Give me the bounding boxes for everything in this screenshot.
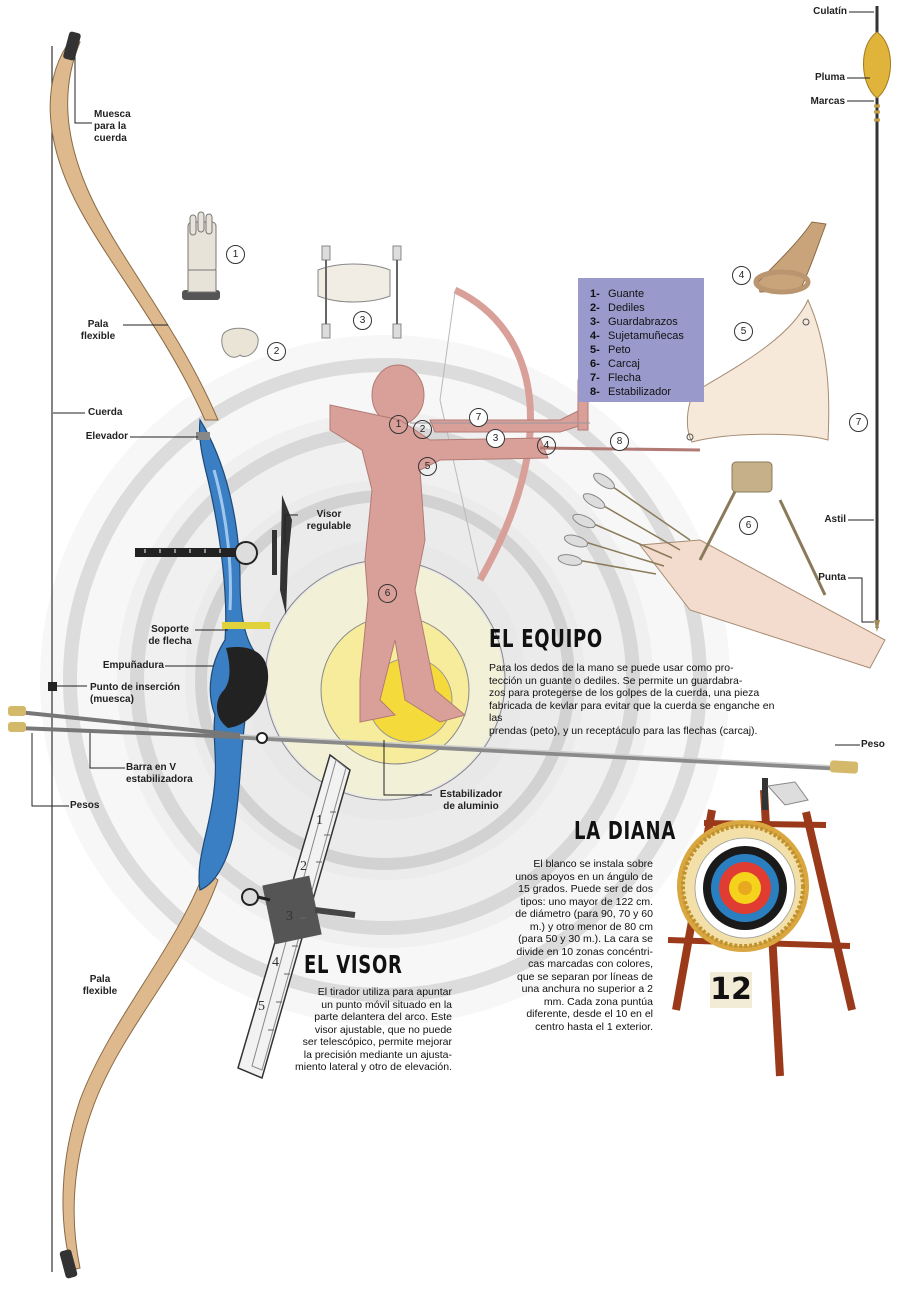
glove-icon bbox=[182, 211, 220, 300]
marker-2-figure: 2 bbox=[413, 420, 432, 439]
scale-number-3: 3 bbox=[286, 909, 293, 924]
sight-pin bbox=[272, 530, 277, 575]
label-marcas: Marcas bbox=[810, 96, 845, 107]
grip-icon bbox=[216, 647, 269, 728]
equipment-legend: 1-Guante 2-Dediles 3-Guardabrazos 4-Suje… bbox=[578, 278, 704, 402]
upper-limb bbox=[49, 37, 219, 421]
label-pluma: Pluma bbox=[814, 72, 845, 83]
arrow-cresting bbox=[874, 104, 880, 122]
diana-title: LA DIANA bbox=[574, 816, 676, 845]
marker-4-figure: 4 bbox=[537, 436, 556, 455]
archer-figure bbox=[329, 286, 589, 723]
marker-7-figure: 7 bbox=[469, 408, 488, 427]
marker-1-figure: 1 bbox=[389, 415, 408, 434]
sight-bar bbox=[135, 548, 253, 557]
label-punto-insercion: Punto de inserción (muesca) bbox=[90, 682, 181, 705]
legend-item: 3-Guardabrazos bbox=[590, 316, 678, 328]
label-barra-v: Barra en V estabilizadora bbox=[126, 762, 193, 785]
armguard-icon bbox=[317, 245, 402, 339]
visor-title: EL VISOR bbox=[304, 950, 403, 979]
legend-item: 8-Estabilizador bbox=[590, 386, 671, 398]
legend-item: 1-Guante bbox=[590, 288, 645, 300]
scale-number-5: 5 bbox=[258, 999, 265, 1014]
scale-number-4: 4 bbox=[272, 955, 279, 970]
sight-scale-detail bbox=[237, 753, 356, 1080]
label-soporte-flecha: Soporte de flecha bbox=[148, 624, 192, 647]
label-astil: Astil bbox=[824, 514, 846, 525]
nock-point-icon bbox=[48, 682, 57, 691]
legend-item: 7-Flecha bbox=[590, 372, 642, 384]
marker-3-figure: 3 bbox=[486, 429, 505, 448]
v-bar-upper bbox=[17, 710, 241, 737]
equipo-title: EL EQUIPO bbox=[489, 624, 603, 653]
label-pala-flexible-top: Pala flexible bbox=[80, 319, 116, 342]
marker-2-finger-tab: 2 bbox=[267, 342, 286, 361]
label-peso: Peso bbox=[861, 739, 885, 750]
marker-3-armguard: 3 bbox=[353, 311, 372, 330]
quiver-icon bbox=[557, 461, 886, 669]
label-empunadura: Empuñadura bbox=[102, 660, 164, 671]
sight-scale-numbers: 1 2 3 4 5 bbox=[258, 813, 323, 1014]
elevator-knob bbox=[196, 432, 210, 440]
chest-guard-icon bbox=[686, 298, 830, 443]
sight-vane bbox=[280, 495, 292, 615]
weight-end-icon bbox=[829, 760, 859, 774]
marker-5-chest-guard: 5 bbox=[734, 322, 753, 341]
label-muesca-cuerda: Muesca para la cuerda bbox=[94, 109, 131, 144]
stabilizer-mount bbox=[256, 732, 268, 744]
long-stabilizer bbox=[239, 734, 836, 771]
label-culatin: Culatín bbox=[813, 6, 847, 17]
weight-lower-icon bbox=[8, 722, 26, 732]
sight-ticks bbox=[144, 549, 221, 553]
weight-upper-icon bbox=[8, 706, 26, 716]
wrist-sling-icon bbox=[753, 221, 827, 295]
label-punta: Punta bbox=[818, 572, 846, 583]
legend-item: 2-Dediles bbox=[590, 302, 645, 314]
label-pala-flexible-bottom: Pala flexible bbox=[82, 974, 118, 997]
target-number-badge: 12 bbox=[710, 972, 752, 1008]
equipo-text: Para los dedos de la mano se puede usar … bbox=[489, 662, 775, 737]
marker-1-glove: 1 bbox=[226, 245, 245, 264]
marker-5-figure: 5 bbox=[418, 457, 437, 476]
diana-text: El blanco se instala sobre unos apoyos e… bbox=[515, 858, 653, 1033]
marker-7-arrow: 7 bbox=[849, 413, 868, 432]
sight-knob-icon bbox=[234, 541, 258, 565]
upper-nock-icon bbox=[63, 31, 81, 61]
v-bar-lower bbox=[17, 726, 241, 739]
visor-text: El tirador utiliza para apuntar un punto… bbox=[294, 986, 452, 1073]
legend-item: 5-Peto bbox=[590, 344, 631, 356]
arrow-fletching-icon bbox=[863, 31, 891, 99]
marker-6-figure: 6 bbox=[378, 584, 397, 603]
lower-limb bbox=[62, 869, 219, 1271]
marker-6-quiver: 6 bbox=[739, 516, 758, 535]
marker-8-figure: 8 bbox=[610, 432, 629, 451]
marker-4-wrist-sling: 4 bbox=[732, 266, 751, 285]
label-estabilizador: Estabilizador de aluminio bbox=[439, 789, 503, 812]
label-visor-regulable: Visor regulable bbox=[306, 509, 352, 532]
arrow-point-icon bbox=[874, 620, 880, 632]
scale-number-1: 1 bbox=[316, 813, 323, 828]
label-cuerda: Cuerda bbox=[88, 407, 123, 418]
scale-number-2: 2 bbox=[300, 859, 307, 874]
riser-highlight bbox=[212, 469, 232, 611]
leader-lines bbox=[31, 11, 874, 807]
target-face-icon bbox=[677, 820, 809, 952]
lower-nock-icon bbox=[59, 1249, 78, 1279]
legend-item: 6-Carcaj bbox=[590, 358, 640, 370]
arrow-rest-band bbox=[222, 622, 270, 629]
label-pesos: Pesos bbox=[70, 800, 100, 811]
label-elevador: Elevador bbox=[85, 431, 128, 442]
finger-tab-icon bbox=[221, 327, 259, 358]
legend-item: 4-Sujetamuñecas bbox=[590, 330, 684, 342]
